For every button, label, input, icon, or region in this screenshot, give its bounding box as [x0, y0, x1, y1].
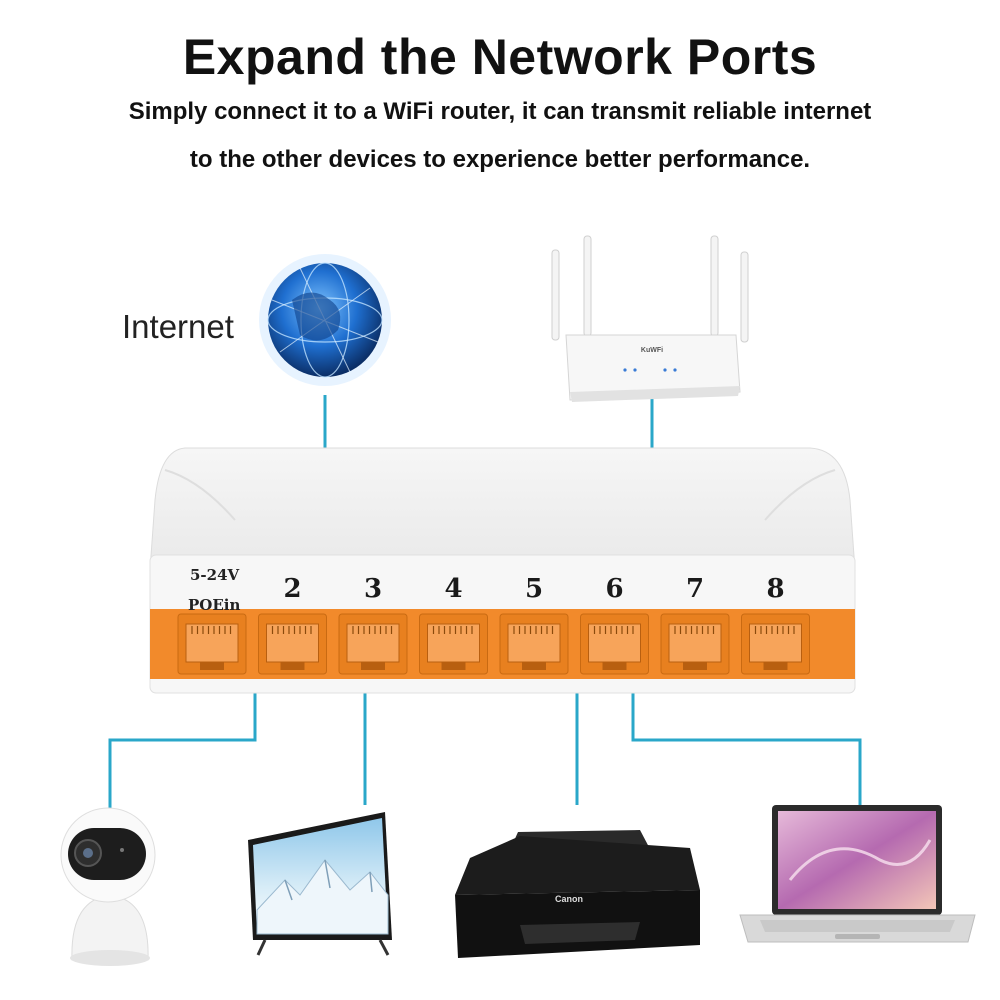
ethernet-port [499, 613, 569, 675]
port-number: 3 [363, 574, 383, 604]
port-number: 5 [524, 574, 544, 604]
ethernet-port [419, 613, 488, 675]
port-number: 4 [444, 574, 463, 604]
tv-icon [248, 812, 392, 956]
line-camera [108, 692, 257, 810]
ethernet-port [660, 613, 730, 675]
connector-lines [108, 395, 862, 810]
ethernet-port [258, 613, 327, 675]
port-number: 2 [283, 574, 302, 604]
ethernet-port [580, 613, 649, 675]
router-brand: KuWFi [641, 347, 663, 354]
camera-icon [60, 807, 156, 966]
port-row [177, 613, 810, 675]
port-number: 7 [685, 574, 705, 604]
line-laptop [631, 692, 862, 805]
printer-brand: Canon [555, 894, 583, 904]
internet-label: Internet [122, 308, 234, 345]
ethernet-port [338, 613, 408, 675]
router-icon: KuWFi [551, 235, 749, 402]
port-number: 6 [605, 574, 624, 604]
ethernet-port [741, 613, 810, 675]
laptop-icon [739, 805, 976, 943]
ethernet-port [177, 613, 247, 675]
power-label: 5-24V [190, 566, 240, 584]
globe-icon [259, 254, 391, 386]
port-number: 8 [766, 574, 785, 604]
subtitle-line-2: to the other devices to experience bette… [189, 146, 811, 173]
printer-icon: Canon [455, 830, 700, 958]
poe-label: POEin [188, 596, 241, 614]
subtitle-line-1: Simply connect it to a WiFi router, it c… [128, 98, 872, 125]
page-title: Expand the Network Ports [182, 29, 818, 85]
